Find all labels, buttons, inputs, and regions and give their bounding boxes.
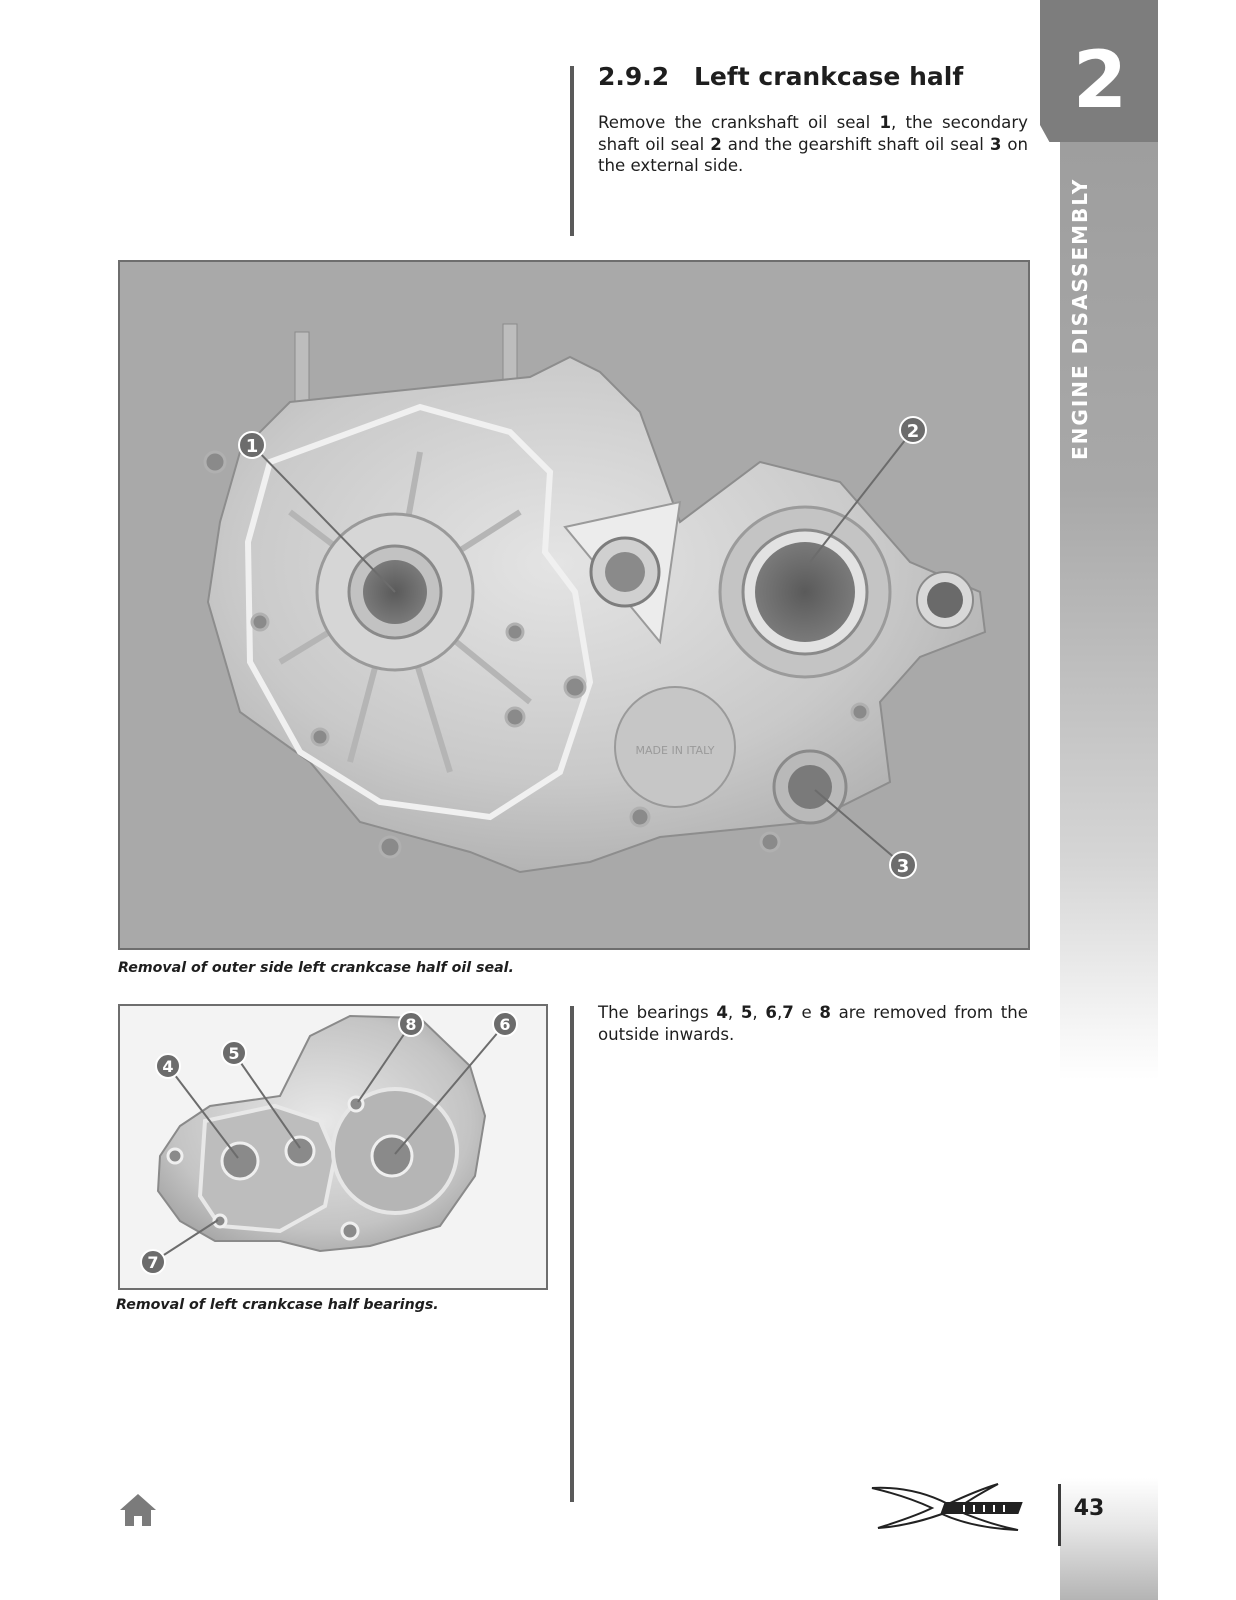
callout-label: 2 (907, 421, 920, 442)
bearings-photo: 4 5 8 6 7 (120, 1006, 546, 1288)
section-number: 2.9.2 (598, 62, 670, 91)
ref-number: 8 (819, 1003, 831, 1022)
separator: , (727, 1003, 741, 1022)
callout-label: 8 (405, 1015, 416, 1034)
page-number: 43 (1073, 1496, 1105, 1521)
chapter-tab (1040, 0, 1158, 142)
section-heading: 2.9.2 Left crankcase half (598, 62, 963, 91)
ref-number: 4 (716, 1003, 728, 1022)
intro-text: Remove the crankshaft oil seal (598, 113, 880, 132)
column-rule-bottom (570, 1006, 574, 1502)
figure-1-caption: Removal of outer side left crankcase hal… (118, 960, 514, 976)
intro-text: on the external side. (598, 134, 1028, 176)
bearings-text: are removed from the outside inwards. (598, 1003, 1028, 1044)
ref-number: 6 (765, 1003, 777, 1022)
callout-label: 4 (162, 1057, 173, 1076)
callout-marker (140, 1249, 166, 1275)
x-logo-icon (868, 1482, 1038, 1532)
crankcase-photo: MADE IN ITALY 1 2 3 (120, 262, 1028, 948)
intro-text: , the secondary shaft oil seal (598, 113, 1028, 154)
made-in-italy-stamp: MADE IN ITALY (636, 744, 715, 757)
column-rule-top (570, 66, 574, 236)
bearings-text: The bearings (598, 1003, 717, 1022)
section-title: Left crankcase half (694, 62, 964, 91)
ref-number: 5 (740, 1003, 753, 1022)
callout-label: 5 (228, 1044, 239, 1063)
ref-number: 1 (879, 113, 891, 132)
callout-marker (492, 1011, 518, 1037)
figure-crankcase-bearings: 4 5 8 6 7 (118, 1004, 548, 1290)
separator: , (752, 1003, 766, 1022)
intro-text: and the gearshift shaft oil seal (721, 134, 990, 154)
separator: e (793, 1003, 820, 1022)
callout-marker (398, 1011, 424, 1037)
callout-label: 6 (499, 1015, 510, 1034)
chapter-number: 2 (1072, 36, 1128, 126)
chapter-title: ENGINE DISASSEMBLY (1068, 177, 1092, 460)
callout-marker (238, 431, 266, 459)
callout-marker (155, 1053, 181, 1079)
callout-marker (889, 851, 917, 879)
chapter-side-band (1060, 0, 1158, 1080)
home-icon[interactable] (118, 1490, 158, 1530)
separator: , (776, 1003, 783, 1022)
callout-label: 1 (246, 436, 259, 457)
ref-number: 3 (989, 134, 1002, 154)
footer-band (1060, 1478, 1158, 1600)
ref-number: 7 (782, 1003, 794, 1022)
callout-label: 7 (147, 1253, 158, 1272)
bearings-paragraph: The bearings 4, 5, 6,7 e 8 are removed f… (598, 1002, 1028, 1045)
intro-paragraph: Remove the crankshaft oil seal 1, the se… (598, 112, 1028, 177)
callout-marker (221, 1040, 247, 1066)
figure-crankcase-outer-side: MADE IN ITALY 1 2 3 (118, 260, 1030, 950)
ref-number: 2 (710, 134, 722, 154)
figure-2-caption: Removal of left crankcase half bearings. (116, 1297, 439, 1313)
callout-label: 3 (897, 856, 910, 877)
footer-divider (1058, 1484, 1061, 1546)
callout-marker (899, 416, 927, 444)
